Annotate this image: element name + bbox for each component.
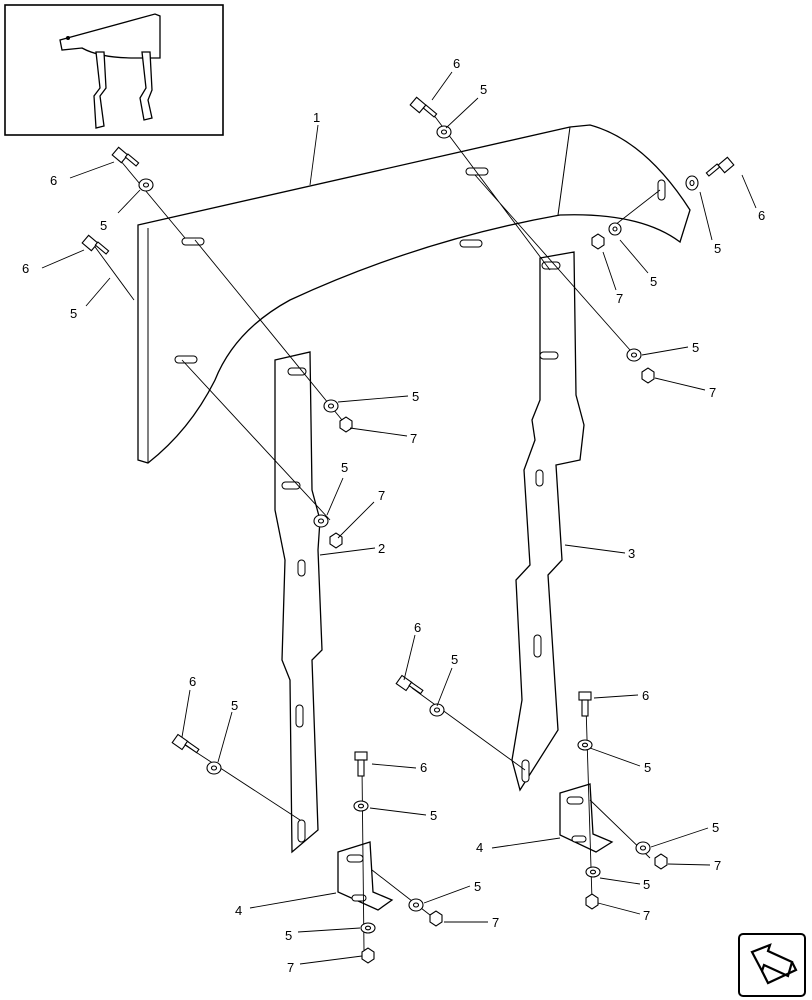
callout-nut: 7 — [287, 960, 294, 975]
bolt-icon — [395, 674, 424, 695]
callout-washer: 5 — [712, 820, 719, 835]
bolt-icon — [578, 691, 592, 717]
callout-nut: 7 — [410, 431, 417, 446]
bolt-icon — [171, 733, 200, 754]
leader-lines — [41, 71, 757, 965]
callout-washer: 5 — [285, 928, 292, 943]
washer-icon — [138, 125, 699, 934]
bolt-icon — [705, 156, 735, 177]
callout-washer: 5 — [70, 306, 77, 321]
callout-washer: 5 — [412, 389, 419, 404]
overview-inset — [4, 4, 224, 136]
callout-nut: 7 — [378, 488, 385, 503]
callout-washer: 5 — [643, 877, 650, 892]
callout-washer: 5 — [231, 698, 238, 713]
callout-bolt: 6 — [420, 760, 427, 775]
assembly-lines — [89, 109, 661, 951]
nut-icon — [329, 233, 668, 964]
callout-bolt: 6 — [50, 173, 57, 188]
callout-washer: 5 — [692, 340, 699, 355]
callout-bolt: 6 — [189, 674, 196, 689]
callout-labels: 1 2 3 4 4 6 5 6 5 6 5 6 5 5 7 5 7 5 7 5 … — [22, 56, 765, 975]
callout-bolt: 6 — [758, 208, 765, 223]
callout-part-1: 1 — [313, 110, 320, 125]
callout-part-2: 2 — [378, 541, 385, 556]
cover-panel — [137, 124, 691, 464]
callout-part-4: 4 — [476, 840, 483, 855]
bolt-icon — [111, 146, 140, 167]
callout-washer: 5 — [474, 879, 481, 894]
callout-washer: 5 — [714, 241, 721, 256]
callout-bolt: 6 — [453, 56, 460, 71]
callout-part-4: 4 — [235, 903, 242, 918]
callout-nut: 7 — [643, 908, 650, 923]
callout-nut: 7 — [714, 858, 721, 873]
bolt-icon — [81, 234, 110, 255]
callout-washer: 5 — [100, 218, 107, 233]
callout-washer: 5 — [650, 274, 657, 289]
callout-bolt: 6 — [22, 261, 29, 276]
angle-bracket-left — [337, 841, 394, 911]
callout-part-3: 3 — [628, 546, 635, 561]
callout-bolt: 6 — [642, 688, 649, 703]
callout-nut: 7 — [709, 385, 716, 400]
angle-bracket-right — [559, 783, 614, 853]
callout-washer: 5 — [644, 760, 651, 775]
callout-nut: 7 — [616, 291, 623, 306]
callout-bolt: 6 — [414, 620, 421, 635]
return-arrow-icon[interactable] — [738, 933, 806, 997]
callout-nut: 7 — [492, 915, 499, 930]
callout-washer: 5 — [451, 652, 458, 667]
callout-washer: 5 — [480, 82, 487, 97]
left-support-bracket — [274, 351, 323, 854]
hardware — [81, 96, 735, 964]
bolt-icon — [409, 96, 438, 118]
callout-washer: 5 — [430, 808, 437, 823]
bolt-icon — [354, 751, 368, 777]
right-support-bracket — [511, 251, 585, 792]
callout-washer: 5 — [341, 460, 348, 475]
